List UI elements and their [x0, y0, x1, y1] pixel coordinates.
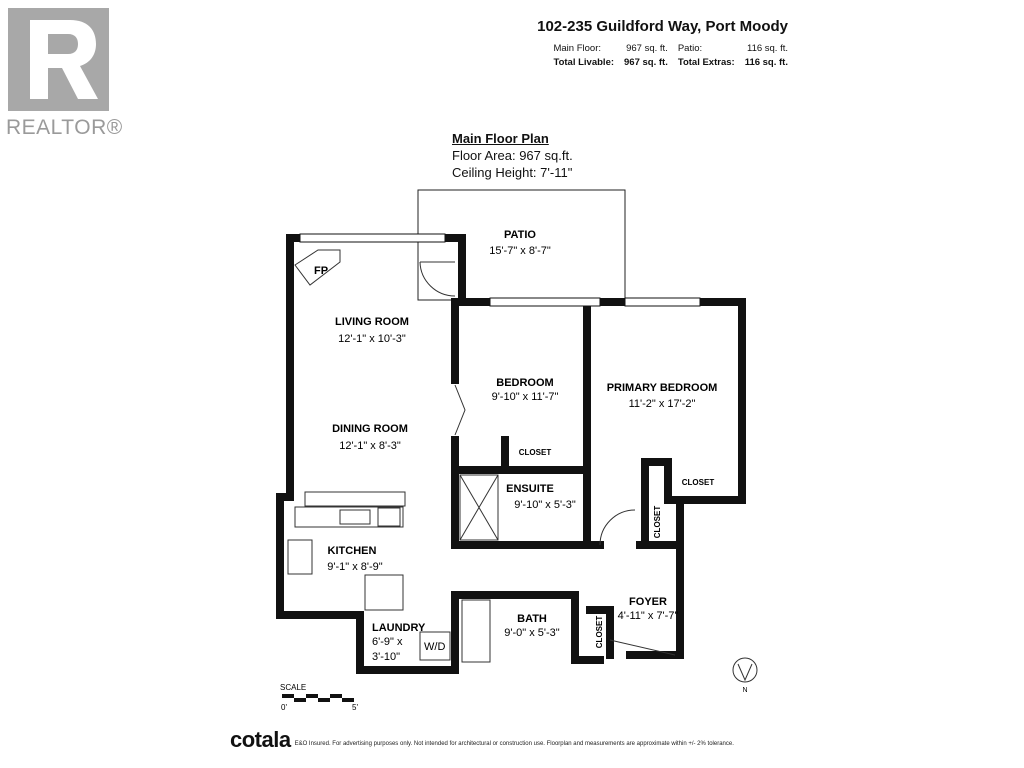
ensuite-dims: 9'-10" x 5'-3" [514, 499, 576, 511]
patio-dims: 15'-7" x 8'-7" [489, 245, 551, 257]
main-floor-value: 967 sq. ft. [626, 43, 668, 54]
patio-name: PATIO [504, 229, 536, 241]
realtor-wordmark: REALTOR® [6, 116, 123, 139]
windows [299, 233, 701, 307]
bath-dims: 9'-0" x 5'-3" [504, 627, 560, 639]
washer-dryer-label: W/D [424, 641, 445, 653]
laundry-name: LAUNDRY [372, 622, 426, 634]
cotala-logo: cotala [230, 727, 291, 752]
bedroom-dims: 9'-10" x 11'-7" [492, 391, 559, 403]
foyer-dims: 4'-11" x 7'-7" [618, 610, 679, 622]
fireplace-label: FP [314, 265, 328, 277]
kitchen-name: KITCHEN [328, 545, 377, 557]
main-floor-label: Main Floor: [553, 43, 601, 54]
scale-start: 0' [281, 703, 287, 712]
laundry-dims-1: 6'-9" x [372, 636, 403, 648]
footer: cotala E&O Insured. For advertising purp… [230, 727, 734, 753]
foyer-name: FOYER [629, 596, 667, 608]
plan-header: Main Floor Plan Floor Area: 967 sq.ft. C… [452, 130, 573, 181]
fixtures [287, 249, 758, 683]
walls [276, 234, 746, 674]
primary-closet-label: CLOSET [682, 478, 715, 487]
kitchen-dims: 9'-1" x 8'-9" [327, 561, 383, 573]
realtor-logo [8, 8, 109, 111]
patio-value: 116 sq. ft. [746, 43, 788, 54]
scale-end: 5' [352, 703, 358, 712]
scale-label: SCALE [280, 683, 306, 692]
bedroom-name: BEDROOM [496, 377, 553, 389]
total-livable-value: 967 sq. ft. [624, 57, 668, 68]
area-summary: Main Floor: 967 sq. ft. Patio: 116 sq. f… [553, 43, 788, 68]
total-extras-label: Total Extras: [677, 57, 735, 68]
ensuite-name: ENSUITE [506, 483, 554, 495]
primary-bedroom-dims: 11'-2" x 17'-2" [629, 398, 696, 410]
dining-room-dims: 12'-1" x 8'-3" [339, 440, 401, 452]
patio-label: Patio: [677, 43, 703, 54]
ceiling-height: Ceiling Height: 7'-11" [452, 165, 573, 180]
north-arrow-label: N [742, 687, 747, 694]
floor-area: Floor Area: 967 sq.ft. [452, 148, 573, 163]
scale-bar [282, 694, 354, 702]
laundry-dims-2: 3'-10" [372, 651, 400, 663]
hall-closet-label: CLOSET [653, 506, 662, 539]
living-room-name: LIVING ROOM [335, 316, 409, 328]
bedroom-closet-label: CLOSET [519, 448, 552, 457]
living-room-dims: 12'-1" x 10'-3" [338, 333, 406, 345]
disclaimer: E&O Insured. For advertising purposes on… [294, 741, 734, 747]
plan-title: Main Floor Plan [452, 131, 549, 146]
total-livable-label: Total Livable: [553, 57, 615, 68]
foyer-closet-label: CLOSET [595, 616, 604, 649]
dining-room-name: DINING ROOM [332, 423, 408, 435]
bath-name: BATH [517, 613, 547, 625]
property-address: 102-235 Guildford Way, Port Moody [537, 18, 788, 35]
total-extras-value: 116 sq. ft. [744, 57, 788, 68]
primary-bedroom-name: PRIMARY BEDROOM [607, 382, 718, 394]
